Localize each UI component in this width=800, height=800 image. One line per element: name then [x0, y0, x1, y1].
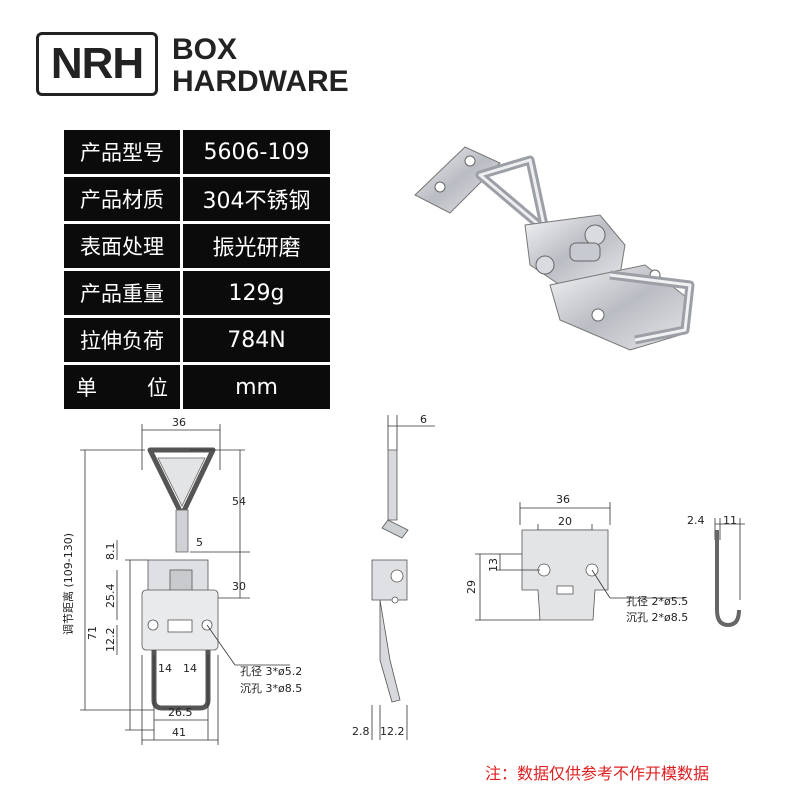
- dim-text: 5: [196, 536, 203, 549]
- dim-text: 6: [420, 413, 427, 426]
- spec-value: 129g: [183, 271, 330, 318]
- spec-value: 784N: [183, 318, 330, 365]
- dim-text: 29: [465, 580, 478, 594]
- dim-text: 12.2: [380, 725, 405, 738]
- plate-view-drawing: 36 20 13 29 孔径 2*ø5.5 沉孔 2*ø8.5: [465, 493, 688, 624]
- spec-row-unit: 单 位 mm: [64, 365, 330, 412]
- spec-value: mm: [183, 365, 330, 412]
- hole-note: 孔径 3*ø5.2: [240, 665, 302, 678]
- spec-label: 产品型号: [64, 130, 180, 177]
- dim-text: 14: [158, 662, 172, 675]
- dim-text: 54: [232, 495, 246, 508]
- dim-text: 调节距离 (109-130): [61, 533, 75, 635]
- spec-row-load: 拉伸负荷 784N: [64, 318, 330, 365]
- spec-label: 单 位: [64, 365, 180, 412]
- spec-value: 振光研磨: [183, 224, 330, 271]
- spec-label: 产品重量: [64, 271, 180, 318]
- dim-text: 25.4: [104, 584, 117, 609]
- hole-note: 沉孔 3*ø8.5: [240, 682, 302, 695]
- dim-text: 12.2: [104, 628, 117, 653]
- brand-line-1: BOX: [172, 33, 238, 66]
- dim-text: 71: [86, 626, 99, 640]
- dim-text: 36: [172, 416, 186, 429]
- spec-label: 产品材质: [64, 177, 180, 224]
- side-view-drawing: 6 2.8 12.2: [352, 413, 435, 740]
- dim-text: 2.8: [352, 725, 370, 738]
- dim-text: 36: [556, 493, 570, 506]
- hole-note: 孔径 2*ø5.5: [626, 595, 688, 608]
- spec-label-part: 位: [147, 376, 168, 400]
- dim-text: 14: [183, 662, 197, 675]
- brand-name: BOX HARDWARE: [172, 34, 349, 98]
- spec-table: 产品型号 5606-109 产品材质 304不锈钢 表面处理 振光研磨 产品重量…: [64, 130, 330, 412]
- dim-text: 26.5: [168, 706, 193, 719]
- product-illustration: [414, 146, 695, 351]
- spec-label: 拉伸负荷: [64, 318, 180, 365]
- dim-text: 11: [723, 514, 737, 527]
- spec-label-part: 单: [76, 376, 97, 400]
- spec-value: 304不锈钢: [183, 177, 330, 224]
- dim-text: 13: [487, 558, 500, 572]
- dim-text: 30: [232, 580, 246, 593]
- front-view-drawing: 36 54 5 30 8.1 25.4 12.2 71 调节距离 (109-13…: [61, 416, 302, 745]
- dim-text: 41: [172, 726, 186, 739]
- dim-text: 8.1: [104, 543, 117, 561]
- dim-text: 2.4: [687, 514, 705, 527]
- spec-row-finish: 表面处理 振光研磨: [64, 224, 330, 271]
- spec-label: 表面处理: [64, 224, 180, 271]
- spec-row-material: 产品材质 304不锈钢: [64, 177, 330, 224]
- logo-mark: NRH: [36, 32, 158, 96]
- spec-row-model: 产品型号 5606-109: [64, 130, 330, 177]
- dim-text: 20: [558, 515, 572, 528]
- hole-note: 沉孔 2*ø8.5: [626, 611, 688, 624]
- brand-line-2: HARDWARE: [172, 65, 349, 98]
- spec-row-weight: 产品重量 129g: [64, 271, 330, 318]
- footnote: 注：数据仅供参考不作开模数据: [485, 764, 710, 783]
- spec-value: 5606-109: [183, 130, 330, 177]
- hook-view-drawing: 2.4 11: [687, 514, 745, 628]
